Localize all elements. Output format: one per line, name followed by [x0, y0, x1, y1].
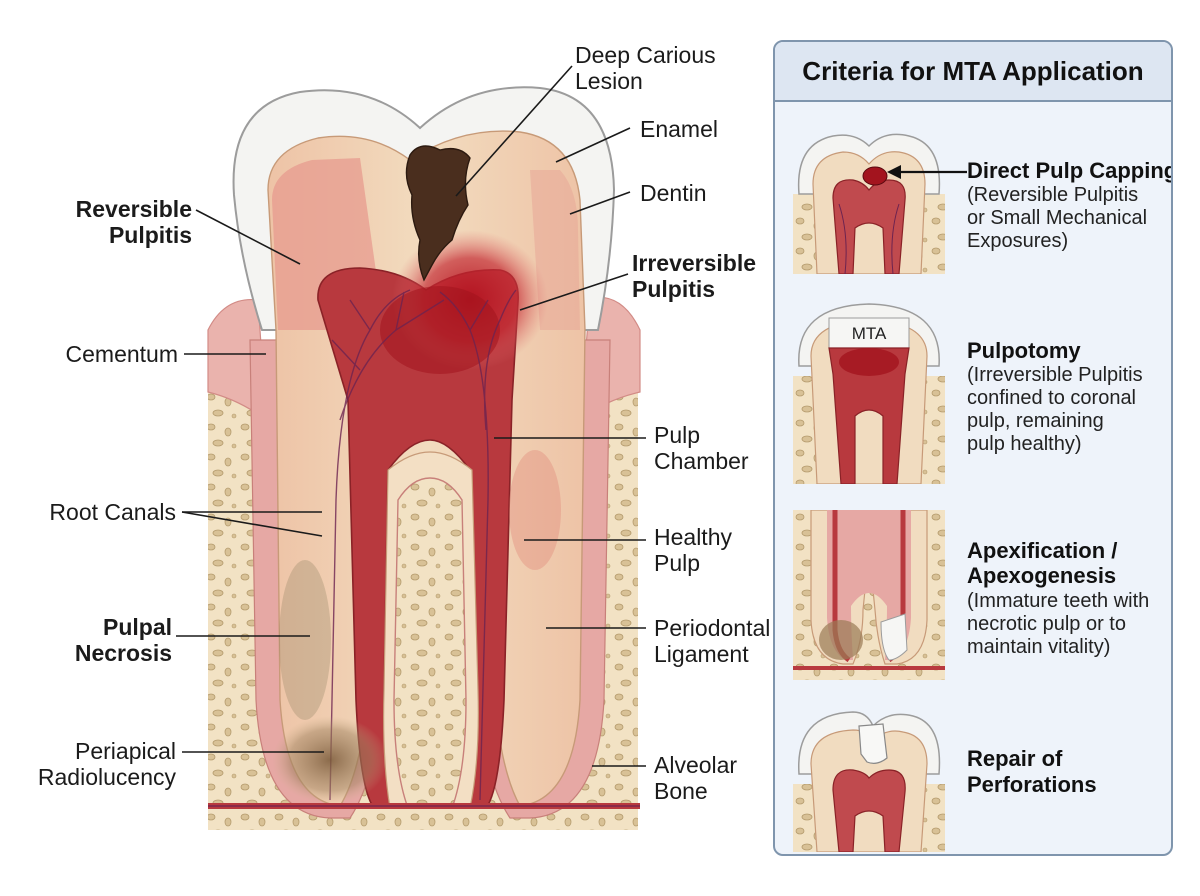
direct-pulp-capping-thumbnail	[793, 133, 945, 274]
deep-carious-lesion	[405, 145, 471, 282]
criteria-desc-line: confined to coronal	[967, 387, 1137, 409]
criteria-item-pulpotomy: MTA Pulpotomy (Irreversible Pulpitis con…	[775, 296, 1171, 484]
label-dentin: Dentin	[640, 180, 707, 206]
criteria-desc-line: maintain vitality)	[967, 636, 1111, 658]
criteria-desc-line: pulp, remaining	[967, 410, 1104, 432]
criteria-desc-line: or Small Mechanical	[967, 207, 1148, 229]
mta-thumb-label: MTA	[851, 324, 887, 343]
criteria-desc-line: (Immature teeth with	[967, 590, 1150, 612]
criteria-title: Direct Pulp Capping	[967, 158, 1173, 183]
healthy-pulp-tint	[509, 450, 561, 570]
leader-lines	[176, 65, 646, 767]
criteria-title: Apexification /	[967, 538, 1118, 563]
apexification-thumbnail	[793, 510, 945, 680]
pulpal-necrosis-zone	[279, 560, 331, 720]
inter-root-bone	[393, 477, 467, 809]
criteria-desc-line: (Irreversible Pulpitis	[967, 364, 1143, 386]
criteria-panel: Criteria for MTA Application Direct Pulp…	[773, 40, 1173, 856]
criteria-title: Repair of	[967, 746, 1063, 771]
criteria-desc-line: pulp healthy)	[967, 433, 1082, 455]
criteria-item-apexification: Apexification / Apexogenesis (Immature t…	[775, 510, 1171, 690]
pulpotomy-thumbnail	[793, 303, 945, 484]
criteria-panel-title: Criteria for MTA Application	[775, 42, 1171, 102]
criteria-item-direct-pulp-capping: Direct Pulp Capping (Reversible Pulpitis…	[775, 124, 1171, 304]
criteria-desc-line: Exposures)	[967, 230, 1069, 252]
criteria-title: Apexogenesis	[967, 563, 1117, 588]
repair-of-perforations-thumbnail	[793, 711, 945, 852]
label-enamel: Enamel	[640, 116, 718, 142]
periapical-radiolucency	[272, 716, 388, 804]
criteria-title: Pulpotomy	[967, 338, 1081, 363]
criteria-desc-line: (Reversible Pulpitis	[967, 184, 1139, 206]
criteria-desc-line: necrotic pulp or to	[967, 613, 1126, 635]
inflamed-pulp-spread	[380, 286, 500, 374]
label-cementum: Cementum	[65, 341, 178, 367]
label-root-canals: Root Canals	[49, 499, 176, 525]
pulp-vessels	[329, 289, 517, 801]
criteria-item-repair-of-perforations: Repair of Perforations	[775, 704, 1171, 854]
pointer-arrow-icon	[887, 165, 967, 179]
criteria-title: Perforations	[967, 772, 1097, 797]
tooth-cross-section-diagram	[176, 65, 646, 830]
